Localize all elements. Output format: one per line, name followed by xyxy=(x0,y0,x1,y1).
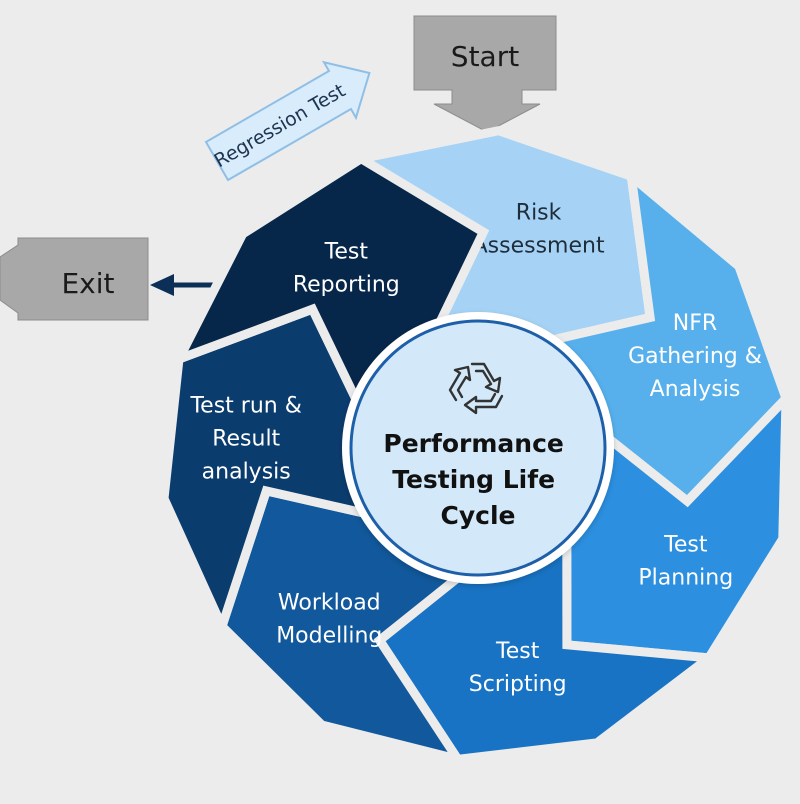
start-box: Start xyxy=(413,15,557,133)
stage-label-line: Scripting xyxy=(469,672,567,697)
center-hub: Performance Testing Life Cycle xyxy=(342,312,614,584)
regression-test-label: Regression Test xyxy=(211,79,350,172)
exit-arrow xyxy=(150,274,218,296)
stage-label-line: Risk xyxy=(516,201,562,226)
stage-label-line: Result xyxy=(212,427,280,452)
stage-label-line: Test run & xyxy=(189,394,301,419)
stage-label-line: Gathering & xyxy=(628,344,762,369)
svg-text:Performance Testing Li: Performance Testing Life Cycle xyxy=(383,429,572,530)
center-title-line-2: Testing Life xyxy=(392,465,555,494)
center-title-line-3: Cycle xyxy=(441,501,516,530)
stage-label-line: analysis xyxy=(202,460,291,485)
stage-label-line: Test xyxy=(324,239,369,264)
stage-label-line: NFR xyxy=(673,311,717,336)
stage-label-line: Modelling xyxy=(276,624,382,649)
stage-label-line: Workload xyxy=(278,591,381,616)
exit-box-shape xyxy=(0,237,149,321)
stage-label-line: Reporting xyxy=(293,272,400,297)
stage-label-line: Test xyxy=(663,532,708,557)
center-title-line-1: Performance xyxy=(383,429,563,458)
stage-label-line: Test xyxy=(495,639,540,664)
exit-box: Exit xyxy=(0,237,149,321)
start-label: Start xyxy=(451,40,519,73)
recycle-icon xyxy=(448,362,504,415)
center-circle xyxy=(349,319,607,577)
stage-label-line: Planning xyxy=(638,565,733,590)
start-box-shape xyxy=(413,15,557,133)
stage-label-line: Assessment xyxy=(473,234,605,259)
stage-label-nfr-gathering: NFR Gathering & Analysis xyxy=(628,311,762,402)
exit-label: Exit xyxy=(61,267,114,300)
stage-label-test-run-result-analysis: Test run & Result analysis xyxy=(189,394,301,485)
stage-label-line: Analysis xyxy=(650,377,741,402)
